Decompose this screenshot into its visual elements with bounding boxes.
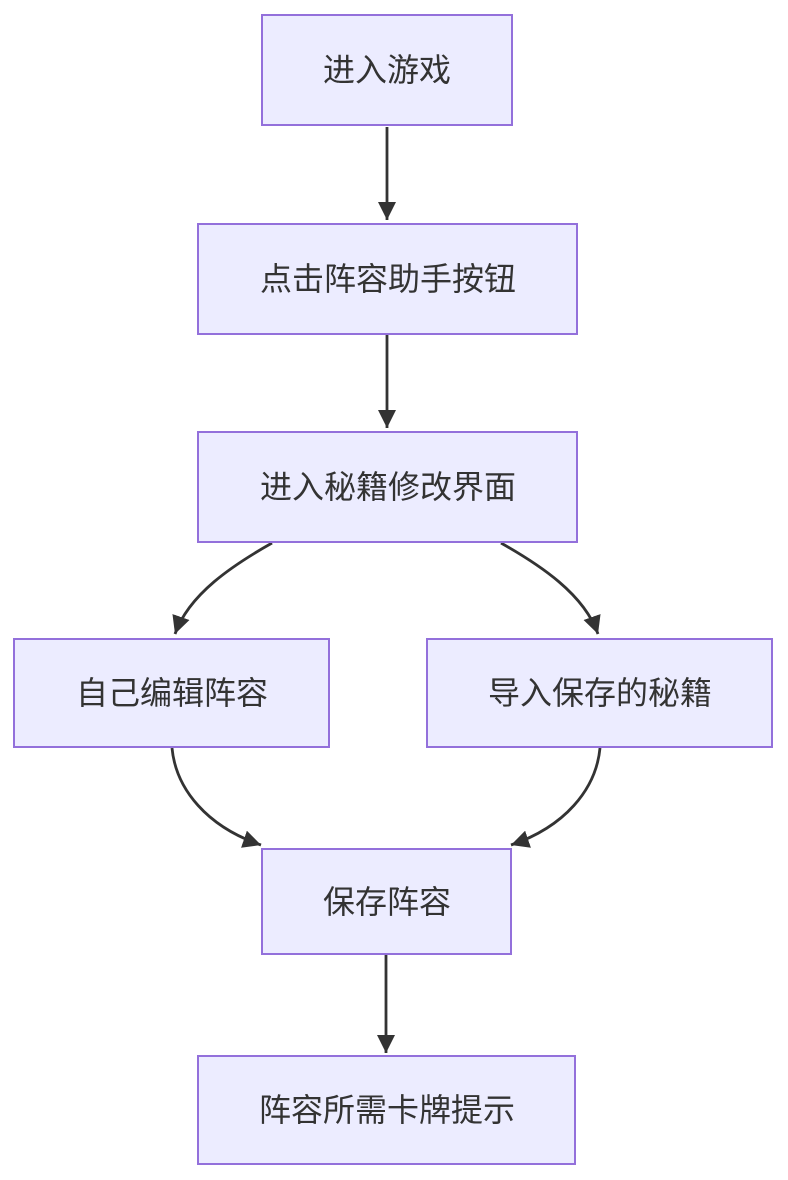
- edge-edit-lineup-to-save-lineup: [170, 747, 262, 848]
- node-edit-lineup-self: 自己编辑阵容: [13, 638, 330, 748]
- node-click-lineup-assistant-label: 点击阵容助手按钮: [260, 261, 516, 297]
- node-click-lineup-assistant-box: [197, 223, 578, 335]
- node-click-lineup-assistant: 点击阵容助手按钮: [197, 223, 578, 335]
- node-enter-game: 进入游戏: [261, 14, 513, 126]
- node-enter-game-box: [261, 14, 513, 126]
- node-import-saved-cheat-box: [426, 638, 773, 748]
- node-save-lineup-label: 保存阵容: [323, 884, 451, 920]
- node-edit-lineup-self-label: 自己编辑阵容: [76, 675, 268, 711]
- node-edit-lineup-self-box: [13, 638, 330, 748]
- node-cheat-edit-screen-label: 进入秘籍修改界面: [260, 469, 516, 505]
- node-card-hint-label: 阵容所需卡牌提示: [259, 1092, 515, 1128]
- node-cheat-edit-screen-box: [197, 431, 578, 543]
- edge-cheat-screen-to-edit-lineup: [172, 541, 273, 635]
- node-import-saved-cheat: 导入保存的秘籍: [426, 638, 773, 748]
- node-card-hint-box: [197, 1055, 576, 1165]
- node-card-hint: 阵容所需卡牌提示: [197, 1055, 576, 1165]
- node-save-lineup-box: [261, 848, 512, 955]
- edge-import-cheat-to-save-lineup: [510, 747, 602, 848]
- node-save-lineup: 保存阵容: [261, 848, 512, 955]
- edge-cheat-screen-to-import-cheat: [500, 541, 601, 635]
- node-import-saved-cheat-label: 导入保存的秘籍: [488, 675, 712, 711]
- node-cheat-edit-screen: 进入秘籍修改界面: [197, 431, 578, 543]
- edges: [170, 127, 602, 1053]
- node-enter-game-label: 进入游戏: [323, 52, 451, 88]
